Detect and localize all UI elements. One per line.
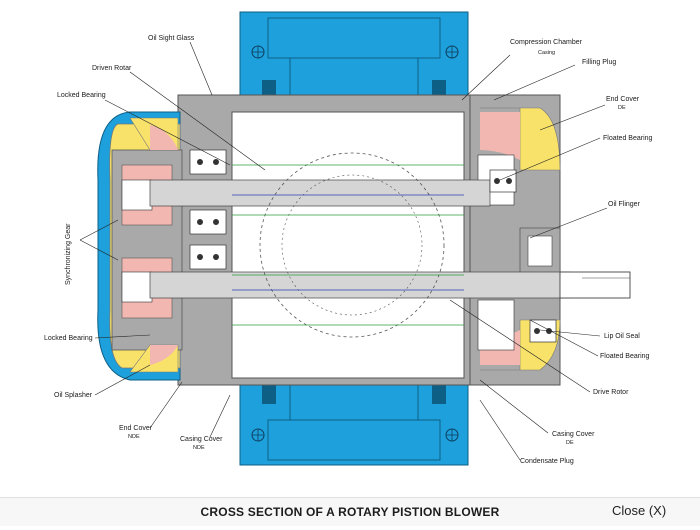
leader-lines — [79, 41, 608, 461]
label-floated-bearing-top: Floated Bearing — [603, 135, 653, 142]
label-condensate-plug: Condensate Plug — [520, 458, 574, 465]
label-end-cover-nde: End Cover — [119, 425, 153, 432]
figure-caption: CROSS SECTION OF A ROTARY PISTION BLOWER — [200, 505, 500, 519]
end-cover-nde — [97, 111, 183, 381]
shafts — [149, 179, 631, 299]
label-oil-splasher: Oil Splasher — [54, 392, 93, 399]
label-lip-oil-seal: Lip Oil Seal — [604, 333, 640, 340]
label-oil-sight-glass: Oil Sight Glass — [148, 35, 195, 42]
label-filling-plug: Filling Plug — [582, 59, 616, 66]
label-compression-chamber: Compression Chamber — [510, 39, 583, 46]
label-end-cover-de-sub: DE — [618, 105, 626, 111]
footer-bar — [0, 497, 700, 526]
bottom-flange — [239, 379, 469, 466]
axis-lines — [232, 164, 464, 326]
label-oil-flinger: Oil Flinger — [608, 201, 641, 208]
label-casing-cover-nde: Casing Cover — [180, 436, 223, 443]
label-casing-cover-de-sub: DE — [566, 440, 574, 446]
callout-labels: Oil Sight Glass Driven Rotar Locked Bear… — [44, 35, 653, 465]
label-casing-cover-de: Casing Cover — [552, 431, 595, 438]
close-button[interactable]: Close (X) — [612, 503, 667, 518]
label-end-cover-de: End Cover — [606, 96, 640, 103]
label-casing-cover-nde-sub: NDE — [193, 445, 205, 451]
end-cover-de — [469, 94, 561, 386]
casing — [177, 94, 485, 386]
label-synchronizing-gear: Synchronizing Gear — [65, 223, 72, 285]
bearings — [189, 149, 557, 343]
label-locked-bearing-bottom: Locked Bearing — [44, 335, 93, 342]
label-end-cover-nde-sub: NDE — [128, 434, 140, 440]
label-drive-rotor: Drive Rotor — [593, 389, 629, 396]
label-compression-chamber-sub: Casing — [538, 50, 555, 56]
label-locked-bearing-top: Locked Bearing — [57, 92, 106, 99]
rotor-outline — [259, 152, 445, 338]
label-floated-bearing-bottom: Floated Bearing — [600, 353, 650, 360]
label-driven-rotor: Driven Rotar — [92, 65, 132, 72]
